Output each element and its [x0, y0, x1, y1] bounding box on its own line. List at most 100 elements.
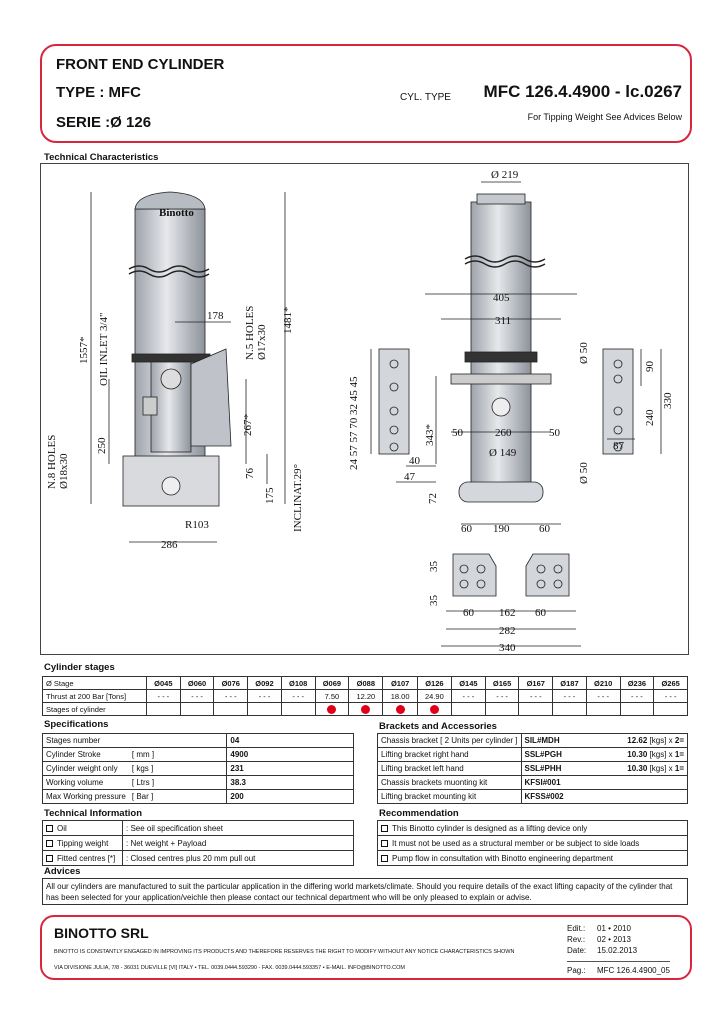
rec-text: It must not be used as a structural memb…: [392, 838, 640, 848]
company-address: VIA DIVISIONE JULIA, 7/8 - 36031 DUEVILL…: [54, 965, 406, 971]
dim-340: 340: [499, 642, 516, 654]
rev-label: Rev.:: [567, 935, 586, 944]
section-recommendation: Recommendation: [379, 808, 459, 819]
section-advices: Advices: [44, 866, 81, 877]
checkbox-icon: [46, 824, 53, 832]
section-technical-information: Technical Information: [44, 808, 143, 819]
bracket-row: Lifting bracket left hand SSL#PHH 10.30 …: [377, 761, 689, 776]
bracket-weight-cell: 10.30 [kgs] x 1=: [624, 761, 689, 776]
spec-unit: [ mm ]: [128, 747, 228, 762]
rev-value: 02 • 2013: [597, 935, 631, 944]
tech-label-cell: Oil: [42, 820, 123, 836]
tipping-weight-note: For Tipping Weight See Advices Below: [527, 112, 682, 122]
dim-35-bottom: 35: [428, 595, 440, 607]
spec-value: 38.3: [226, 775, 354, 790]
doc-title: FRONT END CYLINDER: [56, 56, 225, 73]
bracket-label: Chassis bracket [ 2 Units per cylinder ]: [377, 733, 522, 748]
stage-row-label: Stages of cylinder: [42, 702, 147, 716]
dim-330: 330: [662, 392, 674, 409]
dim-d219: Ø 219: [491, 169, 519, 181]
bracket-weight-cell: [624, 789, 689, 804]
cylinder-type: TYPE : MFC: [56, 84, 141, 101]
front-cylinder-body: [470, 201, 532, 493]
stage-col: Ø108: [280, 676, 316, 690]
edit-value: 01 • 2010: [597, 924, 631, 933]
bracket-weight: 10.30: [627, 750, 648, 759]
advices-text: All our cylinders are manufactured to su…: [42, 878, 688, 905]
dim-405: 405: [493, 292, 510, 304]
dim-50-left: 50: [452, 427, 464, 439]
bracket-weight-cell: 10.30 [kgs] x 1=: [624, 747, 689, 762]
dim-175: 175: [264, 487, 276, 504]
cyl-type-label: CYL. TYPE: [400, 92, 451, 103]
stage-active-dot: [327, 704, 337, 714]
bracket-code: KFSS#002: [520, 789, 625, 804]
stage-col: Ø076: [213, 676, 249, 690]
stage-col: Ø236: [619, 676, 655, 690]
dim-bracket-stack: 24 57 57 70 32 45 45: [348, 376, 360, 470]
stage-col: Ø092: [247, 676, 282, 690]
chassis-bracket-left: [378, 348, 410, 455]
rec-row: Pump flow in consultation with Binotto e…: [377, 850, 688, 866]
header-box: FRONT END CYLINDER TYPE : MFC SERIE :Ø 1…: [40, 44, 692, 143]
footer-box: BINOTTO SRL BINOTTO IS CONSTANTLY ENGAGE…: [40, 915, 692, 980]
stage-col: Ø145: [451, 676, 486, 690]
rec-cell: This Binotto cylinder is designed as a l…: [377, 820, 688, 836]
tech-value: : Closed centres plus 20 mm pull out: [122, 850, 354, 866]
stage-active-dot: [361, 704, 371, 714]
spec-value: 200: [226, 789, 354, 804]
checkbox-icon: [381, 824, 388, 832]
dim-47: 47: [404, 471, 416, 483]
inclination-label: INCLINAT.29°: [292, 464, 304, 532]
dim-267: 267*: [242, 414, 254, 436]
stage-col: Ø088: [348, 676, 384, 690]
chassis-bracket-right: [602, 348, 634, 455]
technical-drawing: Binotto Ø 219 405 311 Ø 50 Ø 50 260 Ø 14…: [40, 163, 689, 655]
bracket-unit: [kgs] x: [649, 750, 673, 759]
spec-label: Cylinder weight only: [41, 761, 129, 776]
stage-col: Ø069: [314, 676, 350, 690]
thrust-cell: - - -: [619, 689, 655, 703]
spec-value: 04: [226, 733, 354, 748]
stage-col: Ø126: [416, 676, 453, 690]
tech-label: Oil: [57, 823, 67, 833]
n8-holes-label: N.8 HOLES: [46, 435, 58, 489]
stage-col: Ø045: [146, 676, 181, 690]
stage-active-cell: [416, 702, 453, 716]
lifting-bracket-right: [525, 553, 570, 597]
rec-cell: Pump flow in consultation with Binotto e…: [377, 850, 688, 866]
tech-label-cell: Fitted centres [*]: [42, 850, 123, 866]
bracket-qty: 1=: [674, 750, 684, 759]
dim-87: 87: [613, 440, 625, 452]
stage-active-cell: [518, 702, 554, 716]
stages-row-thrust: Thrust at 200 Bar [Tons] - - - - - - - -…: [42, 689, 688, 703]
bracket-label: Lifting bracket right hand: [377, 747, 522, 762]
dim-282: 282: [499, 625, 516, 637]
spec-unit: [ Bar ]: [128, 789, 228, 804]
stage-active-dot: [395, 704, 405, 714]
dim-40: 40: [409, 455, 421, 467]
bracket-weight-cell: 12.62 [kgs] x 2=: [624, 733, 689, 748]
stage-row-label: Thrust at 200 Bar [Tons]: [42, 689, 147, 703]
stage-active-cell: [585, 702, 621, 716]
rec-row: It must not be used as a structural memb…: [377, 835, 688, 851]
bracket-row: Chassis brackets muonting kit KFSI#001: [377, 775, 689, 790]
thrust-cell: 12.20: [348, 689, 384, 703]
dim-343: 343*: [424, 424, 436, 446]
dim-d149: Ø 149: [489, 447, 517, 459]
thrust-cell: - - -: [247, 689, 282, 703]
company-name: BINOTTO SRL: [54, 925, 149, 941]
stage-active-cell: [484, 702, 520, 716]
stage-col: Ø165: [484, 676, 520, 690]
spec-label: Max Working pressure: [41, 789, 129, 804]
stage-col: Ø060: [179, 676, 215, 690]
dim-250: 250: [96, 437, 108, 454]
brackets-table: Chassis bracket [ 2 Units per cylinder ]…: [377, 733, 689, 804]
page-label: Pag.:: [567, 966, 586, 975]
date-value: 15.02.2013: [597, 946, 638, 955]
spec-label: Stages number: [41, 733, 129, 748]
dim-60-bottom-left: 60: [463, 607, 475, 619]
stages-row-active: Stages of cylinder: [42, 702, 688, 716]
stage-active-cell: [382, 702, 418, 716]
section-technical-characteristics: Technical Characteristics: [44, 152, 159, 163]
